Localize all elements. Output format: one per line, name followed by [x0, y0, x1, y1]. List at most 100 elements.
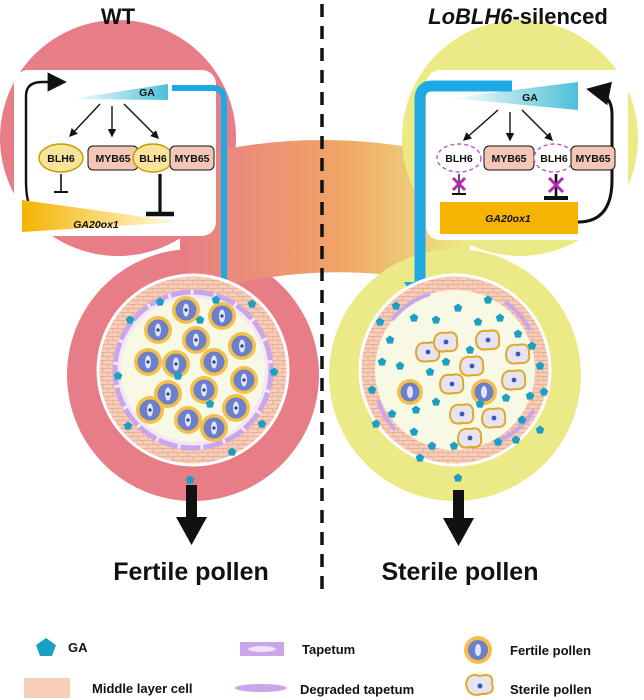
silenced-ga-molecules [367, 295, 549, 482]
svg-text:Degraded tapetum: Degraded tapetum [300, 682, 414, 697]
fertile-pollen-grain [174, 406, 202, 434]
ga-molecule [123, 421, 133, 430]
ga-molecule [375, 317, 385, 326]
ga-molecule [367, 385, 377, 394]
silenced-blh6-label-1: BLH6 [445, 153, 473, 165]
ga-molecule [539, 387, 549, 396]
ga-molecule [371, 419, 381, 428]
sterile-pollen-grain [480, 407, 507, 429]
fertile-pollen-grain [228, 332, 256, 360]
ga-molecule [527, 341, 537, 350]
fertile-pollen-grain [144, 316, 172, 344]
wt-regulation-box: GA BLH6 MYB65 BLH6 MYB65 GA20ox1 [14, 70, 216, 236]
wt-ga20ox1-label: GA20ox1 [73, 219, 119, 231]
ga-molecule [511, 435, 521, 444]
wt-pollen-grains [134, 296, 258, 442]
silenced-ga-label: GA [522, 92, 538, 104]
silenced-outcome-label: Sterile pollen [382, 558, 539, 586]
ga-molecule [113, 371, 123, 380]
svg-text:Fertile pollen: Fertile pollen [510, 643, 591, 658]
fertile-pollen-grain [182, 326, 210, 354]
legend-ga: GA [36, 638, 88, 656]
fertile-pollen-grain [136, 396, 164, 424]
fertile-pollen-grain [230, 366, 258, 394]
ga-molecule [173, 371, 183, 380]
wt-outcome-arrow [176, 485, 207, 545]
ga-molecule [453, 303, 463, 312]
wt-ga-molecules [113, 295, 279, 484]
ga-pentagon-icon [36, 638, 56, 656]
ga-molecule [385, 335, 395, 344]
ga-molecule [125, 315, 135, 324]
legend: GA Middle layer cell Tapetum Degraded ta… [24, 636, 592, 698]
silenced-regulation-box: GA BLH6 MYB65 BLH6 MYB65 GA20ox1 [426, 70, 628, 240]
blocked-x-icon [451, 176, 467, 192]
ga-molecule [501, 393, 511, 402]
silenced-title-gene: LoBLH6 [428, 4, 513, 29]
sterile-pollen-grain [458, 355, 485, 377]
ga-molecule [227, 447, 237, 456]
sterile-pollen-grain [456, 427, 483, 449]
sterile-pollen-grain [500, 369, 527, 391]
blocked-x-icon [547, 176, 565, 194]
ga-molecule [525, 391, 535, 400]
wt-ga20ox1-bar [22, 200, 180, 232]
fertile-pollen-grain [200, 414, 228, 442]
sterile-pollen-grain [448, 403, 475, 425]
silenced-blh6-label-2: BLH6 [540, 153, 568, 165]
fertile-pollen-grain [200, 348, 228, 376]
silenced-myb65-label-1: MYB65 [491, 153, 526, 165]
ga-molecule [257, 419, 267, 428]
legend-sterile: Sterile pollen [464, 674, 592, 697]
legend-degraded-tapetum: Degraded tapetum [235, 682, 414, 697]
sterile-pollen-grains [397, 329, 531, 449]
silenced-blh6-oval-1 [436, 143, 482, 173]
silenced-ga20ox1-label: GA20ox1 [485, 213, 531, 225]
ga-molecule [535, 361, 545, 370]
ga-molecule [441, 357, 451, 366]
legend-tapetum: Tapetum [240, 642, 355, 657]
ga-molecule [387, 409, 397, 418]
sterile-pollen-grain [471, 379, 497, 405]
ga-molecule [495, 313, 505, 322]
ga-molecule [465, 345, 475, 354]
ga-molecule [211, 295, 221, 304]
sterile-pollen-grain [397, 379, 423, 405]
legend-middle-layer: Middle layer cell [24, 678, 192, 698]
silenced-myb65-box-2 [570, 145, 616, 171]
ga-molecule [155, 297, 165, 306]
ga-molecule [483, 295, 493, 304]
silenced-title: LoBLH6-silenced [428, 4, 608, 29]
ga-molecule [427, 441, 437, 450]
ga-molecule [431, 315, 441, 324]
ga-molecule [449, 441, 459, 450]
ga-molecule [517, 415, 527, 424]
ga-molecule [409, 313, 419, 322]
degraded-tapetum-icon [235, 684, 287, 692]
fertile-pollen-grain [162, 350, 190, 378]
ga-molecule [513, 329, 523, 338]
ga-molecule [409, 427, 419, 436]
svg-text:Middle layer cell: Middle layer cell [92, 681, 192, 696]
wt-ga-transport-arrow [172, 85, 227, 292]
sterile-pollen-grain [504, 343, 531, 365]
ga-molecule [411, 405, 421, 414]
wt-title: WT [101, 4, 136, 29]
ga-molecule [195, 315, 205, 324]
wt-myb65-box-2 [169, 145, 215, 171]
ga-molecule [475, 399, 485, 408]
ga-molecule [453, 473, 463, 482]
silenced-ga20ox1-bar [440, 202, 578, 234]
ga-molecule [247, 299, 257, 308]
ga-molecule [269, 367, 279, 376]
svg-text:Sterile pollen: Sterile pollen [510, 682, 592, 697]
fertile-pollen-grain [172, 296, 200, 324]
wt-myb65-label-1: MYB65 [95, 153, 130, 165]
ga-molecule [415, 453, 425, 462]
sterile-pollen-grain [432, 331, 459, 353]
ga-molecule [473, 317, 483, 326]
ga-molecule [205, 399, 215, 408]
legend-fertile: Fertile pollen [464, 636, 591, 664]
ga-molecule [493, 437, 503, 446]
